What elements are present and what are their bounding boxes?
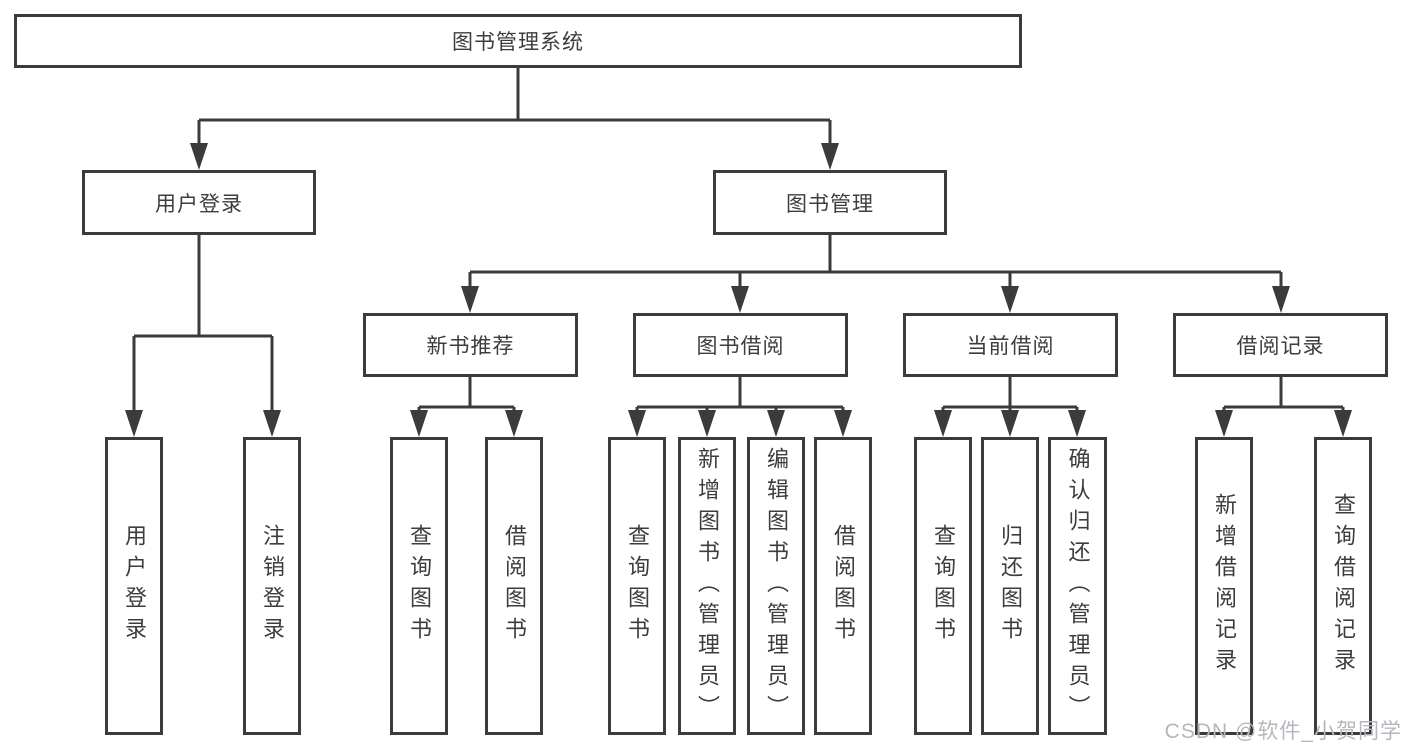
arrowhead-icons — [125, 143, 1352, 437]
leaf-recommend-query-books-label: 查询图书 — [407, 524, 432, 648]
leaf-borrow-query-books: 查询图书 — [608, 437, 666, 735]
csdn-watermark: CSDN @软件_小贺同学 — [1164, 720, 1402, 743]
node-borrow-records: 借阅记录 — [1173, 313, 1388, 377]
leaf-return-books: 归还图书 — [981, 437, 1039, 735]
leaf-user-login: 用户登录 — [105, 437, 163, 735]
node-book-borrow-label: 图书借阅 — [696, 335, 785, 358]
leaf-logout-label: 注销登录 — [260, 524, 285, 648]
node-book-borrow: 图书借阅 — [633, 313, 848, 377]
leaf-recommend-query-books: 查询图书 — [390, 437, 448, 735]
leaf-add-books-admin: 新增图书（管理员） — [678, 437, 736, 735]
node-current-borrow-label: 当前借阅 — [966, 335, 1055, 358]
node-current-borrow: 当前借阅 — [903, 313, 1118, 377]
leaf-query-borrow-record: 查询借阅记录 — [1314, 437, 1372, 735]
node-root-label: 图书管理系统 — [452, 31, 584, 54]
leaf-borrow-books: 借阅图书 — [814, 437, 872, 735]
leaf-logout: 注销登录 — [243, 437, 301, 735]
leaf-borrow-books-label: 借阅图书 — [831, 524, 856, 648]
leaf-add-borrow-record-label: 新增借阅记录 — [1212, 493, 1237, 679]
leaf-borrow-query-books-label: 查询图书 — [625, 524, 650, 648]
node-borrow-records-label: 借阅记录 — [1236, 335, 1325, 358]
node-root: 图书管理系统 — [14, 14, 1022, 68]
node-user-login: 用户登录 — [82, 170, 316, 235]
leaf-confirm-return-admin: 确认归还（管理员） — [1048, 437, 1107, 735]
leaf-edit-books-admin-label: 编辑图书（管理员） — [764, 446, 789, 726]
leaf-add-borrow-record: 新增借阅记录 — [1195, 437, 1253, 735]
leaf-current-query-books-label: 查询图书 — [931, 524, 956, 648]
leaf-add-books-admin-label: 新增图书（管理员） — [695, 446, 720, 726]
leaf-return-books-label: 归还图书 — [998, 524, 1023, 648]
leaf-recommend-borrow-books-label: 借阅图书 — [502, 524, 527, 648]
leaf-query-borrow-record-label: 查询借阅记录 — [1331, 493, 1356, 679]
node-new-book-recommend: 新书推荐 — [363, 313, 578, 377]
node-user-login-label: 用户登录 — [155, 192, 243, 216]
node-book-management: 图书管理 — [713, 170, 947, 235]
leaf-recommend-borrow-books: 借阅图书 — [485, 437, 543, 735]
leaf-edit-books-admin: 编辑图书（管理员） — [747, 437, 805, 735]
leaf-user-login-label: 用户登录 — [122, 524, 147, 648]
leaf-confirm-return-admin-label: 确认归还（管理员） — [1065, 446, 1091, 726]
node-book-management-label: 图书管理 — [786, 192, 874, 216]
node-new-book-recommend-label: 新书推荐 — [426, 335, 515, 358]
leaf-current-query-books: 查询图书 — [914, 437, 972, 735]
